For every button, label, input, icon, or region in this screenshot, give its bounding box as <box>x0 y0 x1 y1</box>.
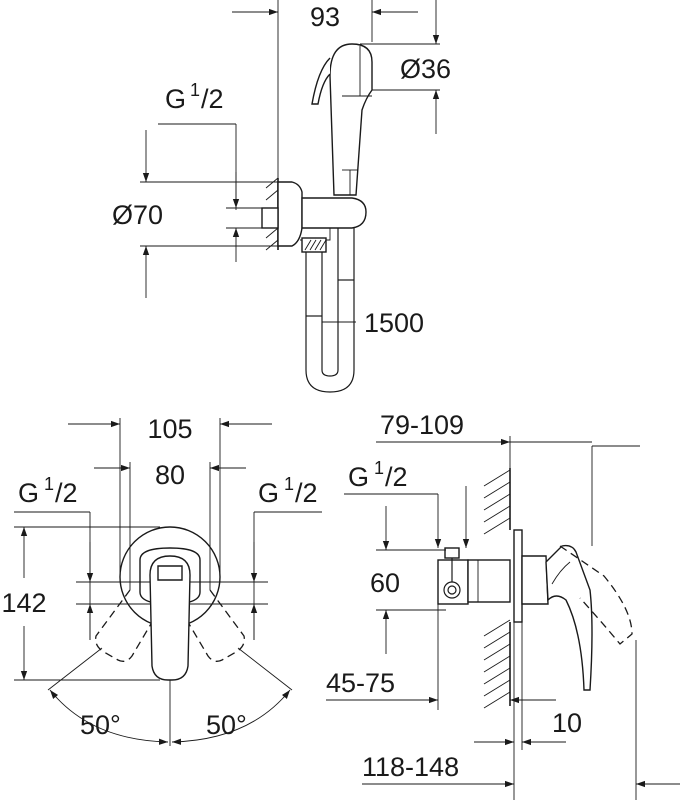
dim-80-label: 80 <box>155 460 185 490</box>
thread-g-right: G <box>258 478 279 508</box>
dim-45-75-label: 45-75 <box>326 668 395 698</box>
angle-left-label: 50° <box>80 710 121 740</box>
side-view-section: 79-109 G 1 /2 60 45-75 <box>326 410 680 800</box>
dim-105-label: 105 <box>147 414 192 444</box>
dim-80: 80 <box>94 460 246 590</box>
concealed-body <box>437 547 511 605</box>
dim-60-label: 60 <box>370 568 400 598</box>
thread-num-side: 1 <box>374 458 384 478</box>
dim-70: Ø70 <box>112 130 278 298</box>
side-handle <box>521 544 633 691</box>
dim-g-half-top: G 1 /2 <box>158 80 262 262</box>
wall-elbow <box>261 181 367 247</box>
dim-60: 60 <box>370 506 446 654</box>
lever-handle <box>149 555 191 681</box>
dim-1500-label: 1500 <box>364 308 424 338</box>
thread-den-right: /2 <box>295 478 318 508</box>
thread-den-side: /2 <box>385 462 408 492</box>
angle-right-label: 50° <box>206 710 247 740</box>
hand-shower <box>311 43 373 196</box>
dim-93: 93 <box>232 0 418 178</box>
dim-118-148-label: 118-148 <box>362 752 459 782</box>
thread-g-top: G <box>165 84 186 114</box>
thread-den-left: /2 <box>55 478 78 508</box>
thread-g-side: G <box>348 462 369 492</box>
thread-num-right: 1 <box>284 474 294 494</box>
front-view-mixer: 105 80 G 1 /2 G 1 /2 <box>1 414 322 746</box>
dim-70-label: Ø70 <box>112 200 163 230</box>
dim-45-75: 45-75 <box>326 604 556 710</box>
dim-36: Ø36 <box>360 0 451 134</box>
thread-num-left: 1 <box>44 474 54 494</box>
lever-left-position <box>95 589 159 662</box>
shower-hose <box>301 228 355 393</box>
dim-1500: 1500 <box>322 308 424 338</box>
dim-g-half-side: G 1 /2 <box>344 458 470 548</box>
thread-num-top: 1 <box>190 80 200 100</box>
dim-g-half-front-left: G 1 /2 <box>14 474 150 640</box>
dim-10: 10 <box>474 622 582 800</box>
dim-36-label: Ø36 <box>400 54 451 84</box>
escutcheon-plate <box>513 529 523 623</box>
dim-105: 105 <box>68 414 272 582</box>
thread-den-top: /2 <box>201 84 224 114</box>
dim-79-109: 79-109 <box>376 410 640 546</box>
dim-g-half-front-right: G 1 /2 <box>190 474 322 640</box>
dim-142: 142 <box>1 526 160 681</box>
angle-marks: 50° 50° <box>47 647 293 746</box>
dim-10-label: 10 <box>552 708 582 738</box>
lever-top <box>157 565 183 581</box>
dim-79-109-label: 79-109 <box>380 410 464 440</box>
dim-93-label: 93 <box>310 2 340 32</box>
dim-118-148: 118-148 <box>362 640 680 800</box>
lever-right-position <box>181 589 245 662</box>
side-wall <box>483 468 511 709</box>
thread-g-left: G <box>18 478 39 508</box>
top-view-shower-set: 93 Ø36 G 1 /2 Ø70 <box>112 0 451 393</box>
dim-142-label: 142 <box>1 588 46 618</box>
